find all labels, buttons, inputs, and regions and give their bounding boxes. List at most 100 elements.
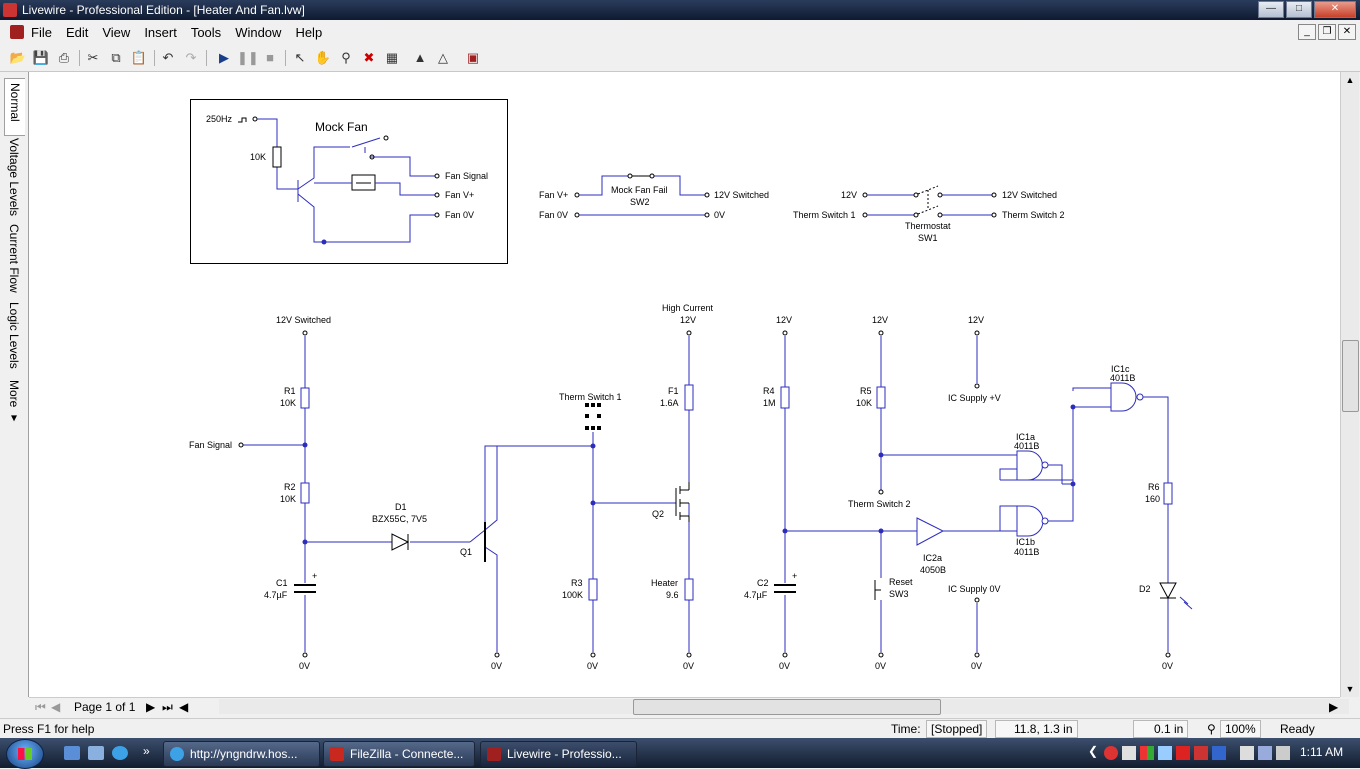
sw1-thermostat[interactable]: 12V Therm Switch 1 12V Switched Therm Sw… (793, 185, 1065, 243)
svg-text:1M: 1M (763, 398, 776, 408)
scroll-right-arrow-icon[interactable]: ▶ (1329, 700, 1339, 714)
svg-text:F1: F1 (668, 386, 679, 396)
taskbar-item-label: Livewire - Professio... (507, 747, 622, 761)
last-page-icon[interactable]: ⏭ (162, 700, 173, 714)
tab-current-flow[interactable]: Current Flow (7, 224, 21, 293)
network2-tray-icon[interactable] (1258, 746, 1272, 760)
tray-expand-icon[interactable]: ❮ (1088, 744, 1099, 758)
volume-icon[interactable] (1276, 746, 1290, 760)
show-desktop-icon[interactable] (64, 746, 80, 760)
tab-normal[interactable]: Normal (4, 78, 25, 136)
stop-icon[interactable]: ■ (266, 50, 274, 65)
network-tray-icon[interactable] (1158, 746, 1172, 760)
document-icon[interactable] (10, 25, 24, 39)
menu-help[interactable]: Help (295, 25, 323, 40)
menu-file[interactable]: File (31, 25, 52, 40)
open-icon[interactable]: 📂 (9, 50, 27, 65)
ie-quicklaunch-icon[interactable] (112, 746, 128, 760)
first-page-icon[interactable]: ⏮ (35, 700, 46, 714)
tab-logic-levels[interactable]: Logic Levels (7, 302, 21, 369)
next-page-icon[interactable]: ▶ (146, 700, 156, 714)
horizontal-scrollbar[interactable] (219, 699, 1349, 715)
taskbar-item-browser[interactable]: http://yngndrw.hos... (163, 741, 320, 767)
select-arrow-icon[interactable]: ↖ (294, 50, 306, 65)
schematic-canvas[interactable]: Mock Fan 250Hz 10K Fan Signal Fan V+ Fan… (29, 72, 1340, 697)
windows-flag-tray-icon[interactable] (1140, 746, 1154, 760)
computer-tray-icon[interactable] (1240, 746, 1254, 760)
tab-voltage-levels[interactable]: Voltage Levels (7, 138, 21, 217)
ie-icon (170, 747, 184, 761)
svg-text:C1: C1 (276, 578, 288, 588)
page-indicator: Page 1 of 1 (74, 700, 136, 714)
tab-more[interactable]: More ▾ (7, 380, 21, 425)
svg-text:0V: 0V (491, 661, 502, 671)
cut-icon[interactable]: ✂ (87, 50, 99, 65)
rotate-icon[interactable]: △ (438, 50, 448, 65)
menu-tools[interactable]: Tools (190, 25, 222, 40)
svg-text:Therm Switch 1: Therm Switch 1 (559, 392, 622, 402)
svg-text:12V Switched: 12V Switched (276, 315, 331, 325)
led-rays (1179, 596, 1193, 610)
svg-text:SW3: SW3 (889, 589, 909, 599)
menu-view[interactable]: View (102, 25, 131, 40)
minimize-button[interactable]: — (1258, 1, 1284, 18)
sw2-switch[interactable]: Fan V+ Fan 0V Mock Fan Fail SW2 12V Swit… (539, 173, 769, 220)
svg-text:160: 160 (1145, 494, 1160, 504)
vertical-scroll-thumb[interactable] (1342, 340, 1359, 412)
notification-tray-icon[interactable] (1176, 746, 1190, 760)
prev-page-icon[interactable]: ◀ (51, 700, 61, 714)
svg-text:R4: R4 (763, 386, 775, 396)
fan-0v-out-label: Fan 0V (445, 210, 474, 220)
window-title: Livewire - Professional Edition - [Heate… (22, 3, 305, 17)
svg-text:IC1a: IC1a (1016, 432, 1035, 442)
print-icon[interactable]: ⎙ (58, 50, 70, 65)
svg-text:100K: 100K (562, 590, 583, 600)
undo-icon[interactable]: ↶ (162, 50, 174, 65)
mail-icon[interactable] (1212, 746, 1226, 760)
app-icon[interactable] (3, 3, 17, 17)
delete-icon[interactable]: ✖ (363, 50, 375, 65)
redo-icon[interactable]: ↷ (185, 50, 197, 65)
app2-tray-icon[interactable] (1194, 746, 1208, 760)
zoom-icon[interactable]: ⚲ (341, 50, 351, 65)
components (300, 384, 1173, 601)
doc-minimize-button[interactable]: _ (1298, 24, 1316, 40)
maximize-button[interactable]: □ (1286, 1, 1312, 18)
app-tray-icon[interactable] (1122, 746, 1136, 760)
hand-icon[interactable]: ✋ (314, 50, 332, 65)
chevron-icon[interactable]: » (143, 744, 150, 758)
scroll-left-arrow-icon[interactable]: ◀ (179, 700, 189, 714)
graph-icon[interactable]: ▦ (385, 50, 399, 65)
menu-window[interactable]: Window (235, 25, 282, 40)
security-alert-icon[interactable] (1104, 746, 1118, 760)
taskbar-item-livewire[interactable]: Livewire - Professio... (480, 741, 637, 767)
sw1-name: Thermostat (905, 221, 951, 231)
start-button[interactable] (6, 739, 44, 769)
close-button[interactable]: ✕ (1314, 1, 1356, 18)
svg-text:0V: 0V (587, 661, 598, 671)
svg-text:High Current: High Current (662, 303, 714, 313)
horizontal-scroll-thumb[interactable] (633, 699, 941, 715)
mock-fan-block[interactable]: Mock Fan 250Hz 10K Fan Signal Fan V+ Fan… (190, 99, 508, 264)
window-switch-icon[interactable] (88, 746, 104, 760)
component-icon[interactable]: ▣ (466, 50, 480, 65)
doc-close-button[interactable]: ✕ (1338, 24, 1356, 40)
doc-restore-button[interactable]: ❐ (1318, 24, 1336, 40)
paste-icon[interactable]: 📋 (130, 50, 148, 65)
taskbar-item-filezilla[interactable]: FileZilla - Connecte... (323, 741, 475, 767)
led-d2 (1159, 582, 1177, 600)
scroll-up-arrow-icon[interactable]: ▲ (1345, 75, 1355, 85)
scroll-down-arrow-icon[interactable]: ▼ (1345, 684, 1355, 694)
menu-edit[interactable]: Edit (65, 25, 89, 40)
vertical-scrollbar[interactable]: ▲ ▼ (1340, 72, 1359, 697)
svg-text:IC Supply +V: IC Supply +V (948, 393, 1001, 403)
play-icon[interactable]: ▶ (219, 50, 229, 65)
clock[interactable]: 1:11 AM (1300, 745, 1344, 759)
svg-text:R3: R3 (571, 578, 583, 588)
copy-icon[interactable]: ⧉ (111, 50, 121, 65)
menu-insert[interactable]: Insert (144, 25, 177, 40)
flip-icon[interactable]: ▲ (413, 50, 427, 65)
sw2-ref: SW2 (630, 197, 650, 207)
pause-icon[interactable]: ❚❚ (237, 50, 259, 65)
save-icon[interactable]: 💾 (32, 50, 50, 65)
